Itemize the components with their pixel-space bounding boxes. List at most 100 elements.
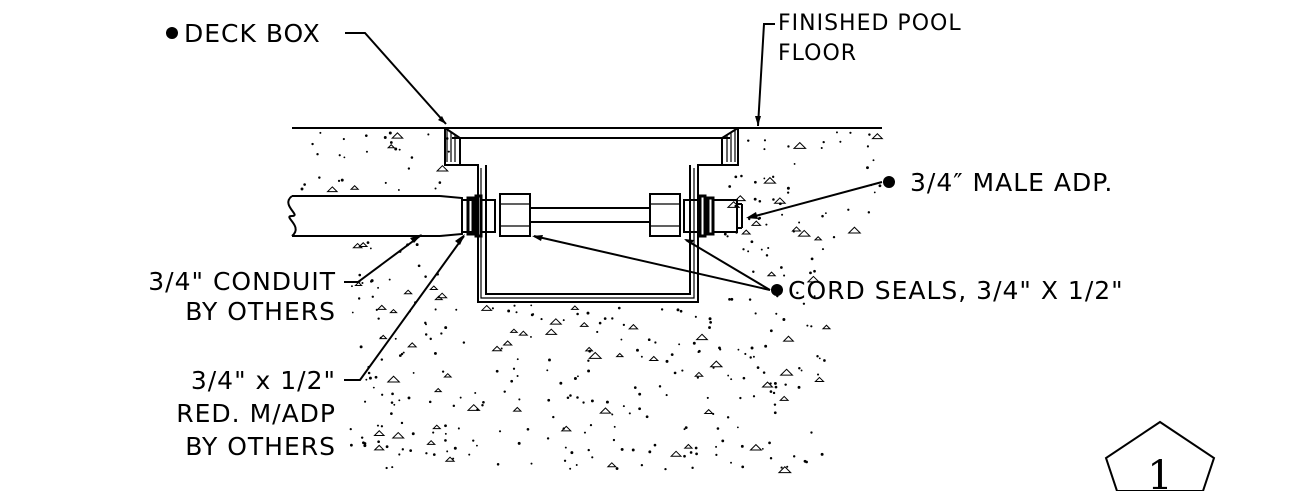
left-conduit <box>287 195 463 237</box>
reducer-label-3: BY OTHERS <box>185 432 336 461</box>
concrete-dot <box>721 439 725 443</box>
concrete-dot <box>432 431 435 434</box>
concrete-dot <box>388 131 392 135</box>
concrete-dot <box>786 465 789 468</box>
concrete-dot <box>548 358 551 362</box>
reducer-label-2: RED. M/ADP <box>176 399 336 428</box>
concrete-dot <box>411 432 415 436</box>
concrete-dot <box>385 445 389 449</box>
concrete-dot <box>394 337 397 340</box>
concrete-dot <box>432 453 436 456</box>
concrete-dot <box>338 154 341 157</box>
concrete-dot <box>427 133 430 136</box>
concrete-dot <box>775 312 778 315</box>
aggregate-mark <box>373 444 385 451</box>
concrete-dot <box>615 467 619 470</box>
concrete-dot <box>648 450 652 454</box>
concrete-dot <box>398 399 401 402</box>
concrete-dot <box>765 223 768 226</box>
concrete-dot <box>866 145 870 148</box>
concrete-dot <box>500 347 503 350</box>
concrete-dot <box>810 431 813 434</box>
concrete-dot <box>438 181 442 184</box>
concrete-dot <box>398 148 401 151</box>
concrete-dot <box>457 427 460 430</box>
concrete-dot <box>562 319 565 322</box>
concrete-dot <box>698 349 701 353</box>
concrete-dot <box>570 451 574 455</box>
concrete-dot <box>398 354 402 357</box>
concrete-dot <box>747 250 750 253</box>
concrete-dot <box>611 317 614 320</box>
concrete-dot <box>750 346 754 350</box>
aggregate-mark <box>579 321 590 327</box>
concrete-dot <box>715 453 718 457</box>
concrete-dot <box>370 280 373 283</box>
concrete-dot <box>434 187 437 190</box>
aggregate-mark <box>814 376 825 383</box>
aggregate-mark <box>378 334 388 340</box>
concrete-dot <box>447 150 450 153</box>
concrete-dot <box>767 246 770 250</box>
concrete-dot <box>452 457 455 460</box>
aggregate-mark <box>761 381 774 388</box>
concrete-dot <box>818 357 821 360</box>
concrete-dot <box>793 163 796 165</box>
concrete-dot <box>740 444 744 448</box>
concrete-dot <box>728 298 731 301</box>
concrete-fill <box>300 131 884 474</box>
concrete-dot <box>744 352 747 355</box>
concrete-dot <box>582 401 585 404</box>
concrete-dot <box>753 197 757 201</box>
aggregate-mark <box>628 323 639 330</box>
concrete-dot <box>530 462 533 465</box>
concrete-dot <box>820 147 823 150</box>
aggregate-mark <box>403 289 413 295</box>
concrete-dot <box>402 351 405 354</box>
concrete-dot <box>638 392 642 396</box>
deck-box-bullet <box>166 27 178 39</box>
aggregate-mark <box>326 186 339 193</box>
concrete-dot <box>441 370 445 373</box>
deck-box <box>444 127 739 303</box>
concrete-dot <box>772 391 776 395</box>
aggregate-mark <box>749 443 763 451</box>
concrete-dot <box>628 412 631 415</box>
aggregate-mark <box>683 443 694 449</box>
concrete-dot <box>390 412 393 415</box>
aggregate-mark <box>443 372 453 378</box>
concrete-dot <box>424 321 427 325</box>
aggregate-mark <box>773 197 787 204</box>
concrete-dot <box>792 455 796 458</box>
concrete-dot <box>786 191 790 194</box>
aggregate-mark <box>373 430 386 436</box>
concrete-dot <box>773 403 777 406</box>
aggregate-mark <box>480 304 493 311</box>
concrete-dot <box>407 396 411 400</box>
concrete-dot <box>730 297 734 301</box>
detail-callout-number: 1 <box>1147 453 1172 491</box>
concrete-dot <box>516 358 519 361</box>
cord-seals-bullet <box>771 284 783 296</box>
concrete-dot <box>797 385 801 389</box>
aggregate-mark <box>466 403 481 411</box>
concrete-dot <box>798 221 801 224</box>
concrete-dot <box>822 140 825 144</box>
concrete-dot <box>481 404 484 407</box>
aggregate-mark <box>792 141 807 149</box>
concrete-dot <box>867 211 871 214</box>
aggregate-mark <box>434 295 444 301</box>
concrete-dot <box>761 447 764 450</box>
concrete-dot <box>715 445 718 448</box>
aggregate-mark <box>782 335 795 342</box>
concrete-dot <box>388 278 391 281</box>
concrete-dot <box>318 176 321 179</box>
concrete-dot <box>723 232 727 236</box>
concrete-dot <box>569 394 572 397</box>
aggregate-mark <box>433 387 443 393</box>
aggregate-mark <box>518 330 529 336</box>
concrete-dot <box>617 306 621 310</box>
concrete-dot <box>810 325 813 328</box>
aggregate-mark <box>871 133 884 140</box>
concrete-dot <box>311 142 314 146</box>
